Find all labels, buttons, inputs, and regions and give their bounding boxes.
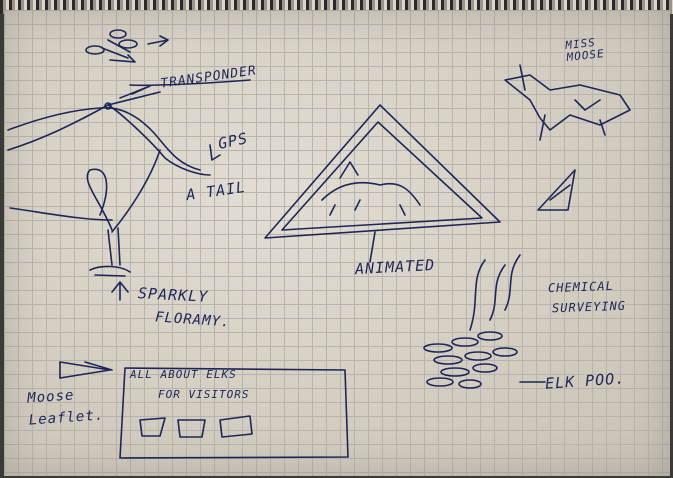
- tree-sketch: [7, 79, 251, 301]
- label-chemical: CHEMICAL: [547, 278, 615, 296]
- steam-sketch: [469, 254, 521, 331]
- drone-sketch: [85, 29, 169, 63]
- moose-sketch: [504, 64, 631, 211]
- label-sparkly: SPARKLY: [137, 284, 209, 306]
- label-surveying: SURVEYING: [551, 298, 627, 316]
- warning-sign-sketch: [264, 104, 501, 263]
- label-for-visitors: FOR VISITORS: [158, 388, 250, 401]
- elk-poo-sketch: [423, 331, 546, 389]
- leaflet-sketch: [59, 361, 349, 459]
- label-all-about-elks: ALL ABOUT ELKS: [130, 368, 237, 381]
- grid-paper: [4, 10, 670, 476]
- label-miss-moose: MISS MOOSE: [564, 35, 606, 64]
- label-moose-leaflet: Moose Leaflet.: [26, 387, 105, 429]
